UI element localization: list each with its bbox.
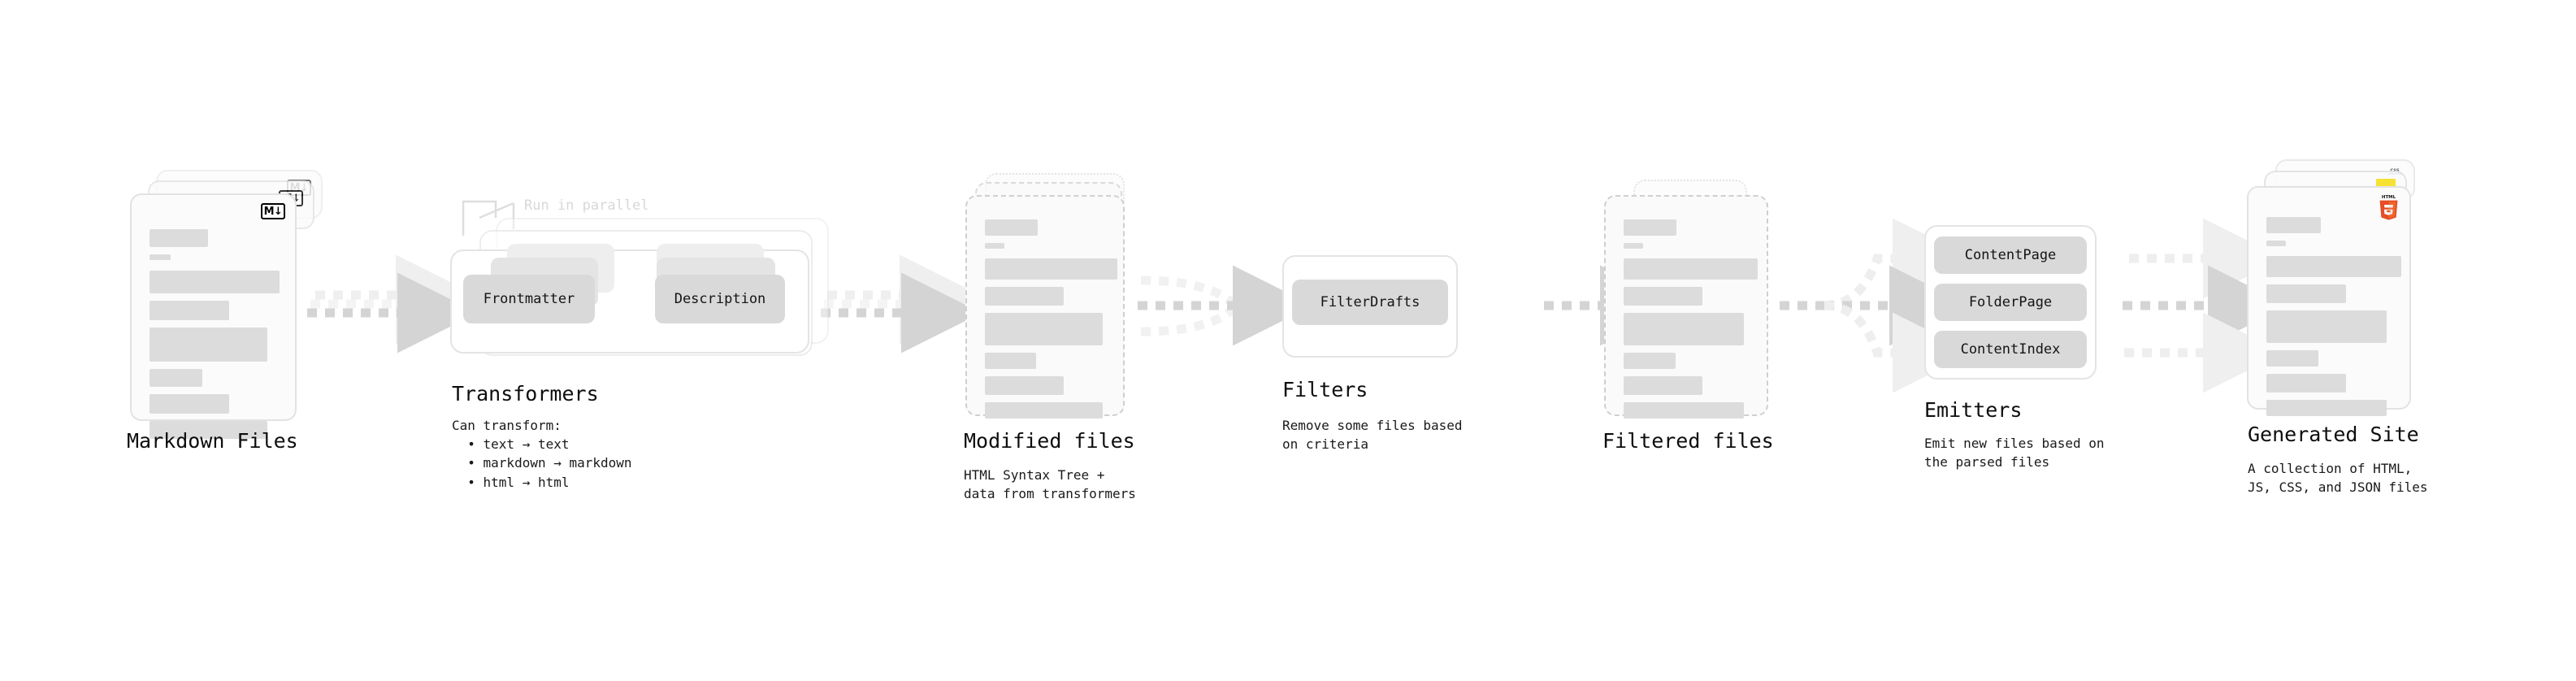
stage-subtitle-modified-files: HTML Syntax Tree + data from transformer…: [964, 467, 1136, 502]
emitter-chip-contentpage[interactable]: ContentPage: [1934, 236, 2087, 274]
svg-text:HTML: HTML: [2382, 195, 2396, 200]
run-in-parallel-annotation: Run in parallel: [524, 197, 649, 214]
stage-subtitle-emitters: Emit new files based on the parsed files: [1924, 436, 2105, 471]
stage-subtitle-transformers: Can transform: • text → text • markdown …: [452, 418, 632, 490]
stage-title-emitters: Emitters: [1924, 398, 2023, 422]
arrow-modified-to-filters: [1138, 265, 1313, 346]
chip-label: ContentIndex: [1960, 341, 2061, 358]
chip-label: FilterDrafts: [1320, 294, 1420, 310]
emitter-chip-contentindex[interactable]: ContentIndex: [1934, 331, 2087, 368]
stage-title-filters: Filters: [1282, 378, 1368, 401]
chip-label: ContentPage: [1964, 247, 2057, 263]
transformer-chip-description[interactable]: Description: [655, 275, 785, 323]
emitter-chip-folderpage[interactable]: FolderPage: [1934, 284, 2087, 321]
chip-label: FolderPage: [1968, 294, 2053, 310]
doc-placeholder-lines: [1624, 219, 1758, 426]
stage-subtitle-generated-site: A collection of HTML, JS, CSS, and JSON …: [2248, 461, 2428, 496]
markdown-icon: M↓: [261, 203, 285, 219]
modified-doc-front: [965, 195, 1125, 419]
stage-title-filtered-files: Filtered files: [1602, 429, 1774, 453]
chip-label: Description: [674, 291, 766, 307]
filtered-doc-front: [1604, 195, 1768, 419]
markdown-doc-front: M↓: [130, 193, 297, 439]
doc-placeholder-lines: [985, 219, 1117, 426]
arrow-emitters-to-site: [2123, 218, 2288, 393]
stage-title-generated-site: Generated Site: [2248, 423, 2419, 446]
stage-title-transformers: Transformers: [452, 382, 599, 406]
html5-icon: HTML: [2379, 195, 2398, 220]
arrow-transformers-to-modified: [821, 254, 982, 354]
stage-subtitle-filters: Remove some files based on criteria: [1282, 418, 1463, 453]
arrow-filtered-to-emitters: [1780, 218, 1973, 393]
doc-placeholder-lines: [2266, 217, 2401, 423]
stage-title-modified-files: Modified files: [964, 429, 1135, 453]
chip-label: Frontmatter: [483, 291, 575, 307]
doc-placeholder-lines: [150, 229, 280, 446]
filter-chip-filterdrafts[interactable]: FilterDrafts: [1292, 280, 1448, 325]
arrow-markdown-to-transformers: [307, 254, 478, 354]
site-doc-front: HTML: [2247, 186, 2411, 416]
transformer-chip-frontmatter[interactable]: Frontmatter: [463, 275, 595, 323]
stage-title-markdown-files: Markdown Files: [127, 429, 298, 453]
